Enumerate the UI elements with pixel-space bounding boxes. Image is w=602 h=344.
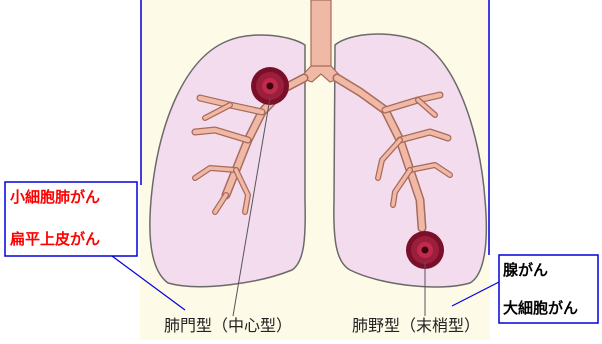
label-small-cell-lung-cancer: 小細胞肺がん: [8, 186, 102, 208]
caption-peripheral-type: 肺野型（末梢型）: [352, 316, 480, 336]
caption-central-type: 肺門型（中心型）: [164, 316, 292, 336]
label-large-cell-carcinoma: 大細胞がん: [501, 297, 580, 319]
trachea: [311, 0, 331, 68]
label-squamous-cell-carcinoma: 扁平上皮がん: [8, 228, 102, 250]
label-adenocarcinoma: 腺がん: [501, 259, 550, 281]
